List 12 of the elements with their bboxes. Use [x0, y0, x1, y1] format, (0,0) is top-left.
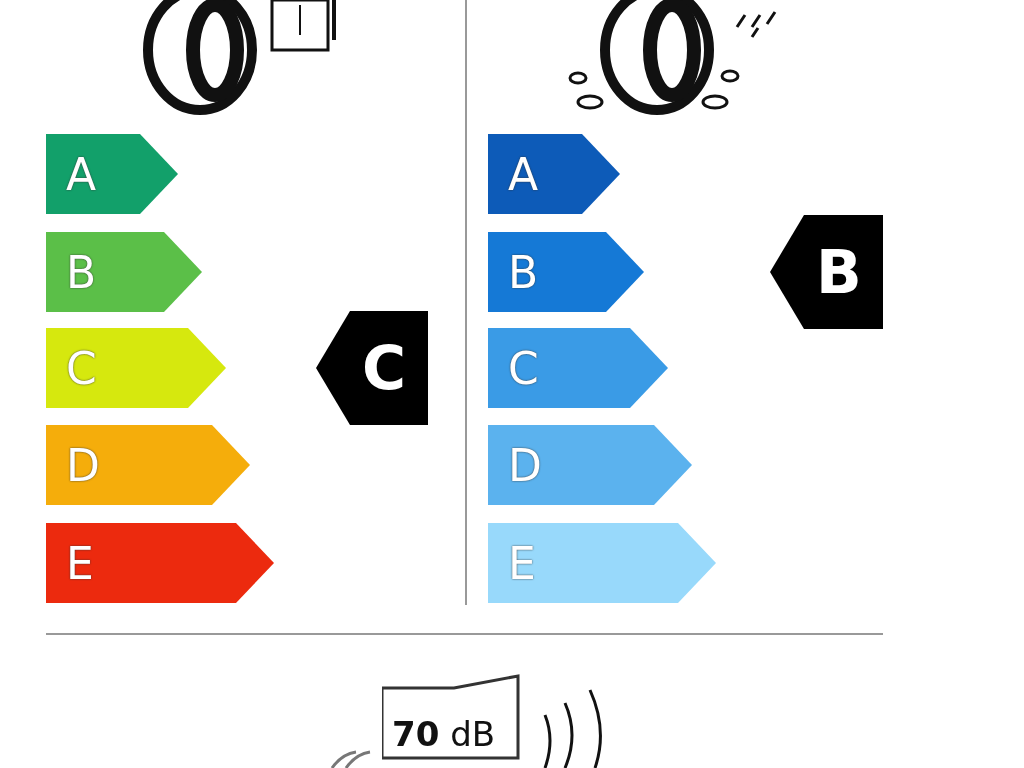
class-scale-bar: B — [46, 232, 202, 312]
class-scale-bar: D — [46, 425, 250, 505]
class-scale-bar: E — [488, 523, 716, 603]
class-scale-bar: A — [488, 134, 620, 214]
rating-indicator: B — [770, 215, 883, 329]
class-scale-bar: A — [46, 134, 178, 214]
class-scale-bar: D — [488, 425, 692, 505]
class-scale-bar: E — [46, 523, 274, 603]
class-scale-bar: B — [488, 232, 644, 312]
rating-indicator: C — [316, 311, 428, 425]
class-scale-bar: C — [488, 328, 668, 408]
class-scale-bar: C — [46, 328, 226, 408]
